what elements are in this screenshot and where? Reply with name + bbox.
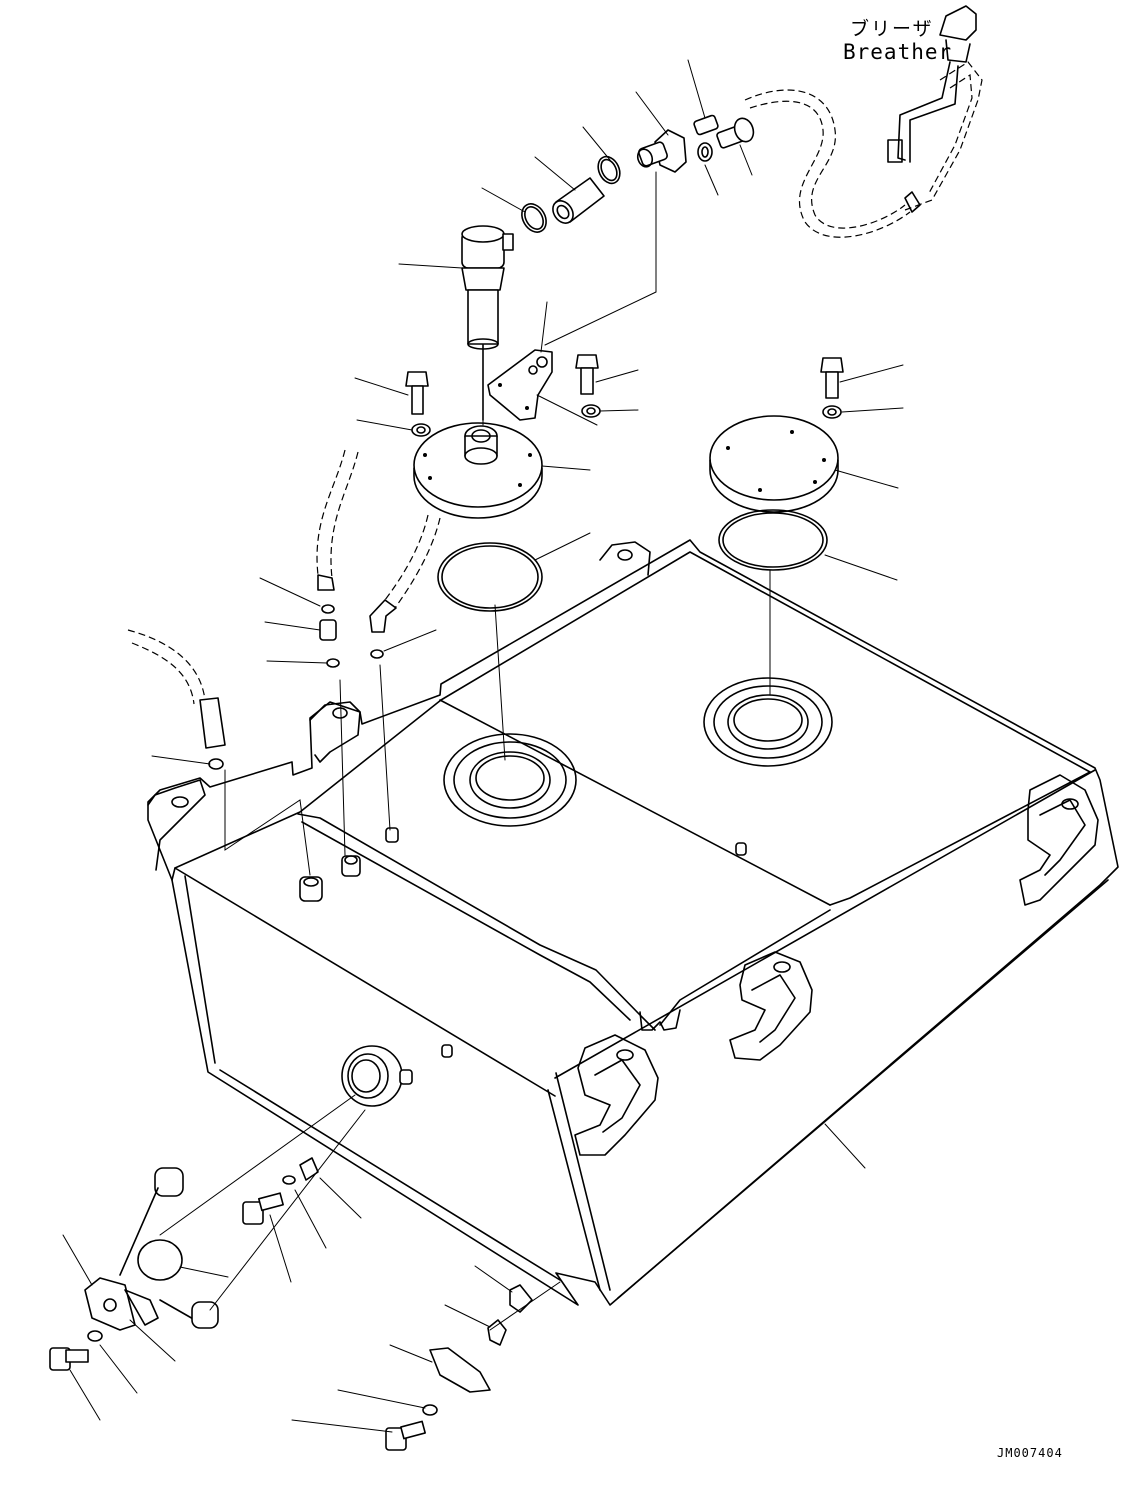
- assembly-lines: [159, 171, 771, 1331]
- hose-fittings: [208, 604, 384, 770]
- tank-top-ports: [299, 677, 833, 1058]
- fuel-tank-body: [147, 539, 1119, 1306]
- hose-clamps-front: [385, 1284, 533, 1451]
- cover-plate-right: [709, 415, 839, 513]
- level-gauge-assembly: [49, 1167, 219, 1371]
- breather-bracket: [487, 349, 553, 421]
- breather-hose: [744, 5, 983, 238]
- o-ring-right: [718, 509, 828, 571]
- cover-bolts: [405, 354, 844, 437]
- front-gauge-port: [341, 1045, 413, 1107]
- breather-label-jp: ブリーザ: [850, 18, 934, 40]
- leader-lines: [62, 59, 904, 1433]
- front-gauge-bolts: [242, 1157, 319, 1225]
- rear-mount-brackets: [147, 541, 651, 871]
- o-ring-left: [437, 542, 543, 612]
- front-mount-brackets: [574, 774, 1099, 1156]
- breather-fittings: [521, 114, 755, 233]
- return-hoses: [127, 449, 441, 749]
- level-sensor: [461, 225, 514, 421]
- drawing-number: JM007404: [997, 1446, 1063, 1460]
- cover-plate-left: [413, 422, 543, 519]
- breather-label-en: Breather: [843, 40, 953, 64]
